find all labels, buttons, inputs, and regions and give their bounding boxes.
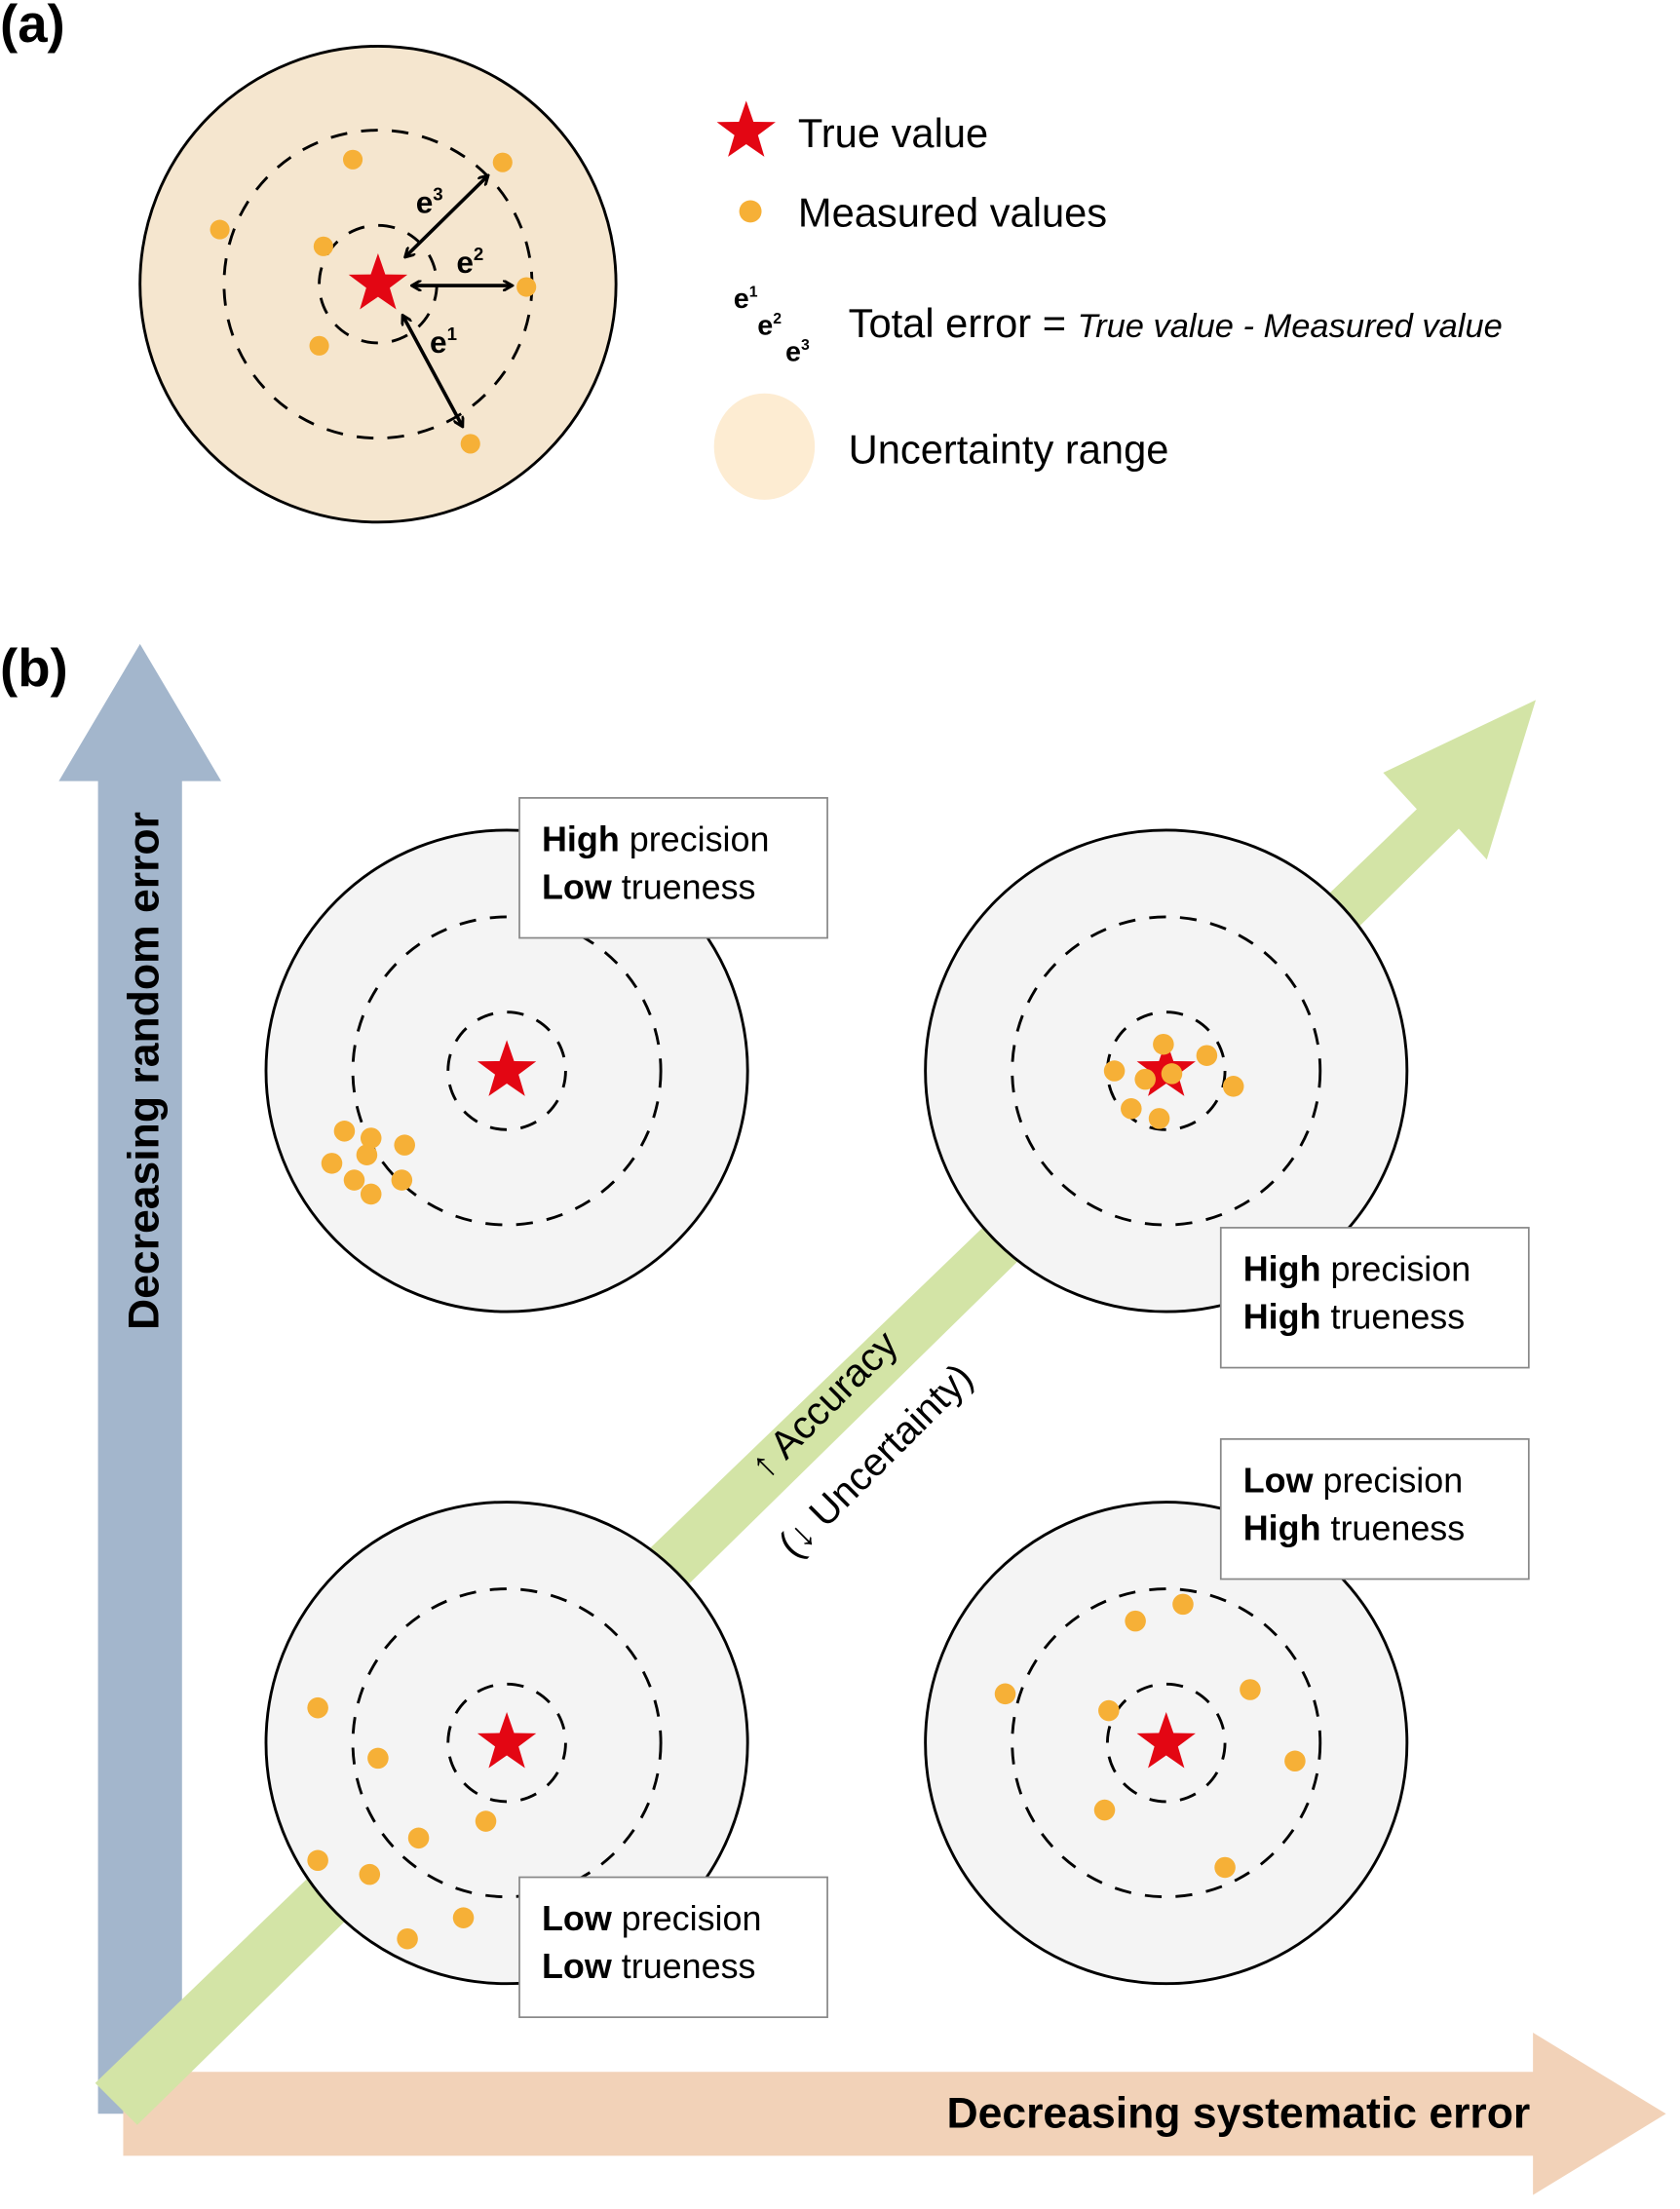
outer-dashed-ring [1011, 1587, 1322, 1899]
measured-point [1153, 1033, 1174, 1055]
panel-b-label: (b) [0, 638, 68, 698]
measured-point [460, 434, 480, 454]
measured-point [407, 1827, 430, 1849]
measured-point [367, 1747, 389, 1770]
measured-point [313, 236, 333, 256]
label-box [1219, 1227, 1530, 1369]
label-box [518, 797, 828, 939]
measured-point [1093, 1799, 1116, 1821]
measured-point [516, 277, 537, 297]
legend-uncertainty-range: Uncertainty range [849, 427, 1169, 473]
measured-point [356, 1144, 378, 1165]
legend-total-error: Total error = True value - Measured valu… [849, 300, 1503, 346]
measured-point [307, 1696, 328, 1719]
measured-point [1284, 1750, 1306, 1772]
inner-dashed-ring [446, 1010, 567, 1131]
error-arrow-e3 [406, 176, 487, 256]
y-axis-label: Decreasing random error [120, 812, 168, 1330]
arrow-label-e3: e3 [416, 183, 443, 219]
measured-point [1240, 1679, 1261, 1700]
measured-point [360, 1183, 382, 1205]
inner-dashed-ring [1105, 1010, 1227, 1131]
measured-point [1148, 1108, 1170, 1129]
measured-points [210, 149, 537, 454]
measured-point [397, 1927, 418, 1950]
legend-dot-icon [739, 200, 762, 223]
measured-point [359, 1863, 381, 1885]
measured-point [1172, 1593, 1194, 1616]
legend-uncertainty-swatch [713, 393, 816, 500]
measured-point [1134, 1068, 1156, 1090]
trueness-label: Low trueness [542, 866, 755, 906]
measured-point [391, 1169, 413, 1191]
legend-true-value: True value [798, 110, 988, 156]
arrow-label-e1: e1 [430, 324, 457, 360]
measured-point [1121, 1098, 1142, 1120]
svg-text:e1: e1 [734, 284, 758, 315]
panel-a-label: (a) [0, 0, 65, 54]
measured-point [1222, 1076, 1244, 1097]
outer-dashed-ring [351, 1587, 663, 1899]
measured-point [321, 1153, 343, 1174]
outer-dashed-ring [1011, 915, 1322, 1227]
svg-text:e2: e2 [757, 310, 782, 341]
legend-error-symbols: e1 e2 e3 [734, 284, 810, 368]
measured-point [307, 1849, 328, 1872]
outer-dashed-ring [351, 915, 663, 1227]
precision-label: Low precision [1243, 1460, 1463, 1500]
legend-measured-values: Measured values [798, 190, 1107, 236]
measured-point [1125, 1610, 1146, 1632]
measured-point [343, 1169, 365, 1191]
inner-dashed-ring [1105, 1682, 1227, 1804]
error-arrow-e1 [403, 317, 462, 426]
measured-point [1196, 1045, 1218, 1066]
measured-point [475, 1810, 497, 1832]
legend-star-icon [716, 100, 776, 157]
inner-dashed-ring [446, 1682, 567, 1804]
x-axis-label: Decreasing systematic error [946, 2090, 1530, 2138]
precision-label: High precision [542, 819, 769, 858]
measured-point [1214, 1856, 1236, 1879]
precision-label: High precision [1243, 1249, 1470, 1289]
measured-point [333, 1121, 356, 1142]
label-box [518, 1876, 828, 2019]
trueness-label: High trueness [1243, 1296, 1465, 1336]
measured-point [394, 1134, 415, 1156]
measured-point [1098, 1699, 1120, 1722]
trueness-label: Low trueness [542, 1946, 755, 1986]
arrow-label-e2: e2 [456, 244, 483, 280]
measured-point [342, 149, 363, 170]
label-box [1219, 1437, 1530, 1581]
measured-point [452, 1907, 475, 1928]
measured-point [492, 152, 513, 172]
x-axis-arrow [123, 2032, 1666, 2195]
y-axis-arrow [58, 643, 222, 2114]
measured-point [210, 219, 230, 240]
measured-point [1103, 1060, 1126, 1082]
trueness-label: High trueness [1243, 1507, 1465, 1547]
measured-point [994, 1683, 1016, 1705]
measured-point [309, 335, 329, 356]
svg-text:e3: e3 [785, 337, 810, 368]
measured-point [1161, 1063, 1183, 1085]
precision-label: Low precision [542, 1898, 761, 1938]
measured-point [360, 1127, 382, 1149]
